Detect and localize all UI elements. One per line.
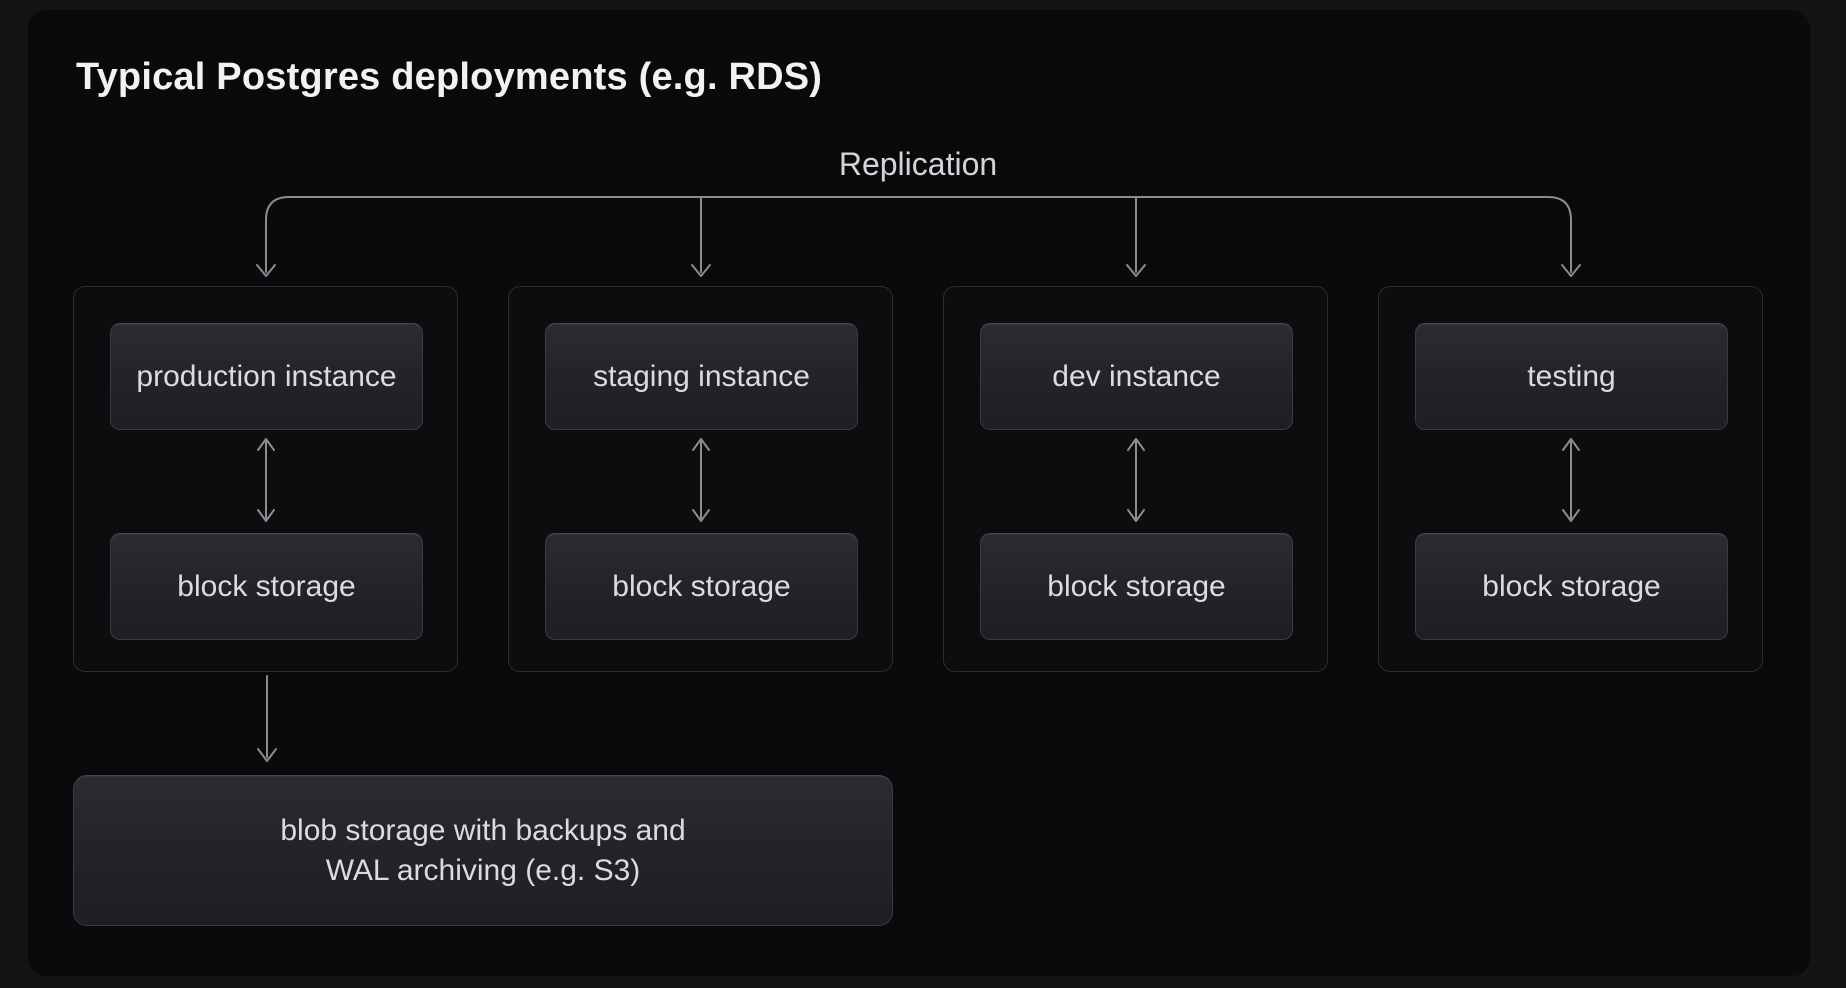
- node-label: block storage: [177, 569, 356, 603]
- node-staging-instance: staging instance: [545, 323, 858, 430]
- diagram-title: Typical Postgres deployments (e.g. RDS): [76, 56, 823, 98]
- node-dev-block-storage: block storage: [980, 533, 1293, 640]
- node-label: block storage: [612, 569, 791, 603]
- node-testing-block-storage: block storage: [1415, 533, 1728, 640]
- node-production-block-storage: block storage: [110, 533, 423, 640]
- node-production-instance: production instance: [110, 323, 423, 430]
- deployment-group-dev: dev instance block storage: [943, 286, 1328, 672]
- deployment-group-testing: testing block storage: [1378, 286, 1763, 672]
- node-blob-storage: blob storage with backups and WAL archiv…: [73, 775, 893, 926]
- replication-label: Replication: [838, 146, 998, 182]
- node-label: dev instance: [1052, 359, 1221, 393]
- node-dev-instance: dev instance: [980, 323, 1293, 430]
- node-staging-block-storage: block storage: [545, 533, 858, 640]
- node-testing-instance: testing: [1415, 323, 1728, 430]
- node-label: block storage: [1482, 569, 1661, 603]
- blob-storage-label-line2: WAL archiving (e.g. S3): [325, 853, 641, 887]
- deployment-group-staging: staging instance block storage: [508, 286, 893, 672]
- node-label: testing: [1527, 359, 1616, 393]
- node-label: block storage: [1047, 569, 1226, 603]
- node-label: production instance: [136, 359, 397, 393]
- node-label: staging instance: [593, 359, 810, 393]
- deployment-group-production: production instance block storage: [73, 286, 458, 672]
- blob-storage-label-line1: blob storage with backups and: [280, 813, 686, 847]
